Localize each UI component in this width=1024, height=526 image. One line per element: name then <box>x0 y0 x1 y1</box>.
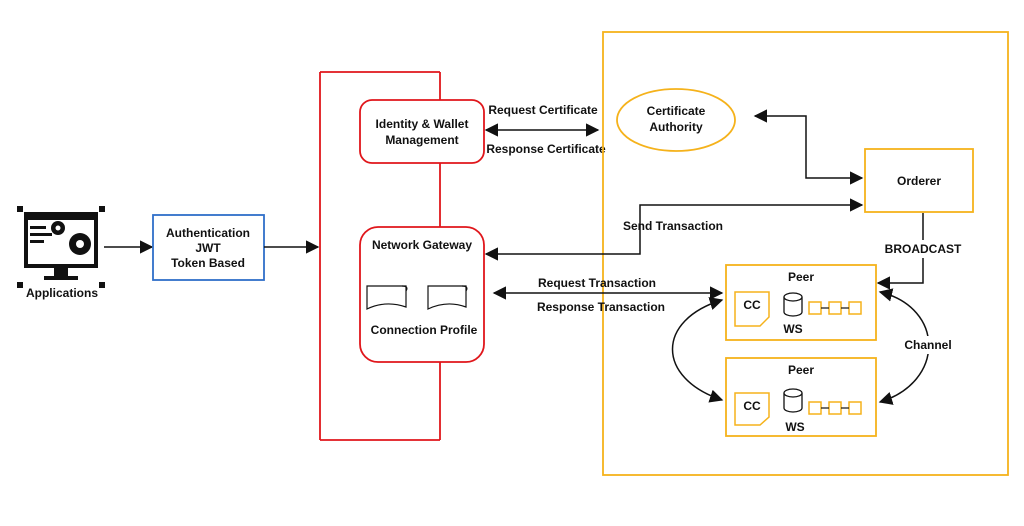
authentication-box: Authentication JWT Token Based <box>152 214 265 281</box>
world-state-database-icon <box>783 388 803 413</box>
chaincode-icon: CC <box>734 392 770 426</box>
applications-icon: Applications <box>17 206 105 300</box>
network-gateway-box: Network Gateway Connection Profile <box>359 226 485 363</box>
ca-line-1: Certificate <box>647 104 706 118</box>
peer-title: Peer <box>788 363 814 377</box>
orderer-box: Orderer <box>864 148 974 213</box>
channel-label: Channel <box>904 338 951 352</box>
peer-sync-arrow <box>671 297 724 403</box>
ws-label: WS <box>785 420 804 434</box>
chaincode-icon: CC <box>734 291 770 327</box>
request-transaction-label: Request Transaction <box>538 276 656 290</box>
response-certificate-label: Response Certificate <box>486 142 606 156</box>
identity-wallet-box: Identity & Wallet Management <box>359 99 485 164</box>
response-transaction-label: Response Transaction <box>537 300 665 314</box>
send-transaction-label: Send Transaction <box>623 219 723 233</box>
identity-line-1: Identity & Wallet <box>376 117 469 131</box>
cc-label: CC <box>743 399 761 413</box>
document-icon <box>366 285 408 310</box>
request-certificate-label: Request Certificate <box>488 103 598 117</box>
orderer-label: Orderer <box>897 174 941 188</box>
gateway-title: Network Gateway <box>372 238 472 252</box>
applications-label: Applications <box>26 286 98 300</box>
broadcast-arrow <box>876 213 924 290</box>
ca-orderer-arrow <box>753 109 864 185</box>
ws-label: WS <box>783 322 802 336</box>
auth-line-1: Authentication <box>166 226 250 240</box>
certificate-authority: Certificate Authority <box>616 88 736 152</box>
peer-title: Peer <box>788 270 814 284</box>
peer-box: Peer CC WS <box>725 357 877 437</box>
world-state-database-icon <box>783 292 803 317</box>
ca-line-2: Authority <box>649 120 703 134</box>
broadcast-label: BROADCAST <box>885 242 962 256</box>
auth-line-2: JWT <box>195 241 221 255</box>
gateway-subtitle: Connection Profile <box>371 323 478 337</box>
auth-line-3: Token Based <box>171 256 245 270</box>
send-transaction-arrow <box>484 198 864 261</box>
sdk-frame <box>319 71 441 441</box>
ledger-blocks-icon <box>808 401 862 415</box>
ledger-blocks-icon <box>808 301 862 315</box>
identity-line-2: Management <box>385 133 458 147</box>
document-icon <box>427 285 468 310</box>
cc-label: CC <box>743 298 761 312</box>
peer-box: Peer CC WS <box>725 264 877 341</box>
